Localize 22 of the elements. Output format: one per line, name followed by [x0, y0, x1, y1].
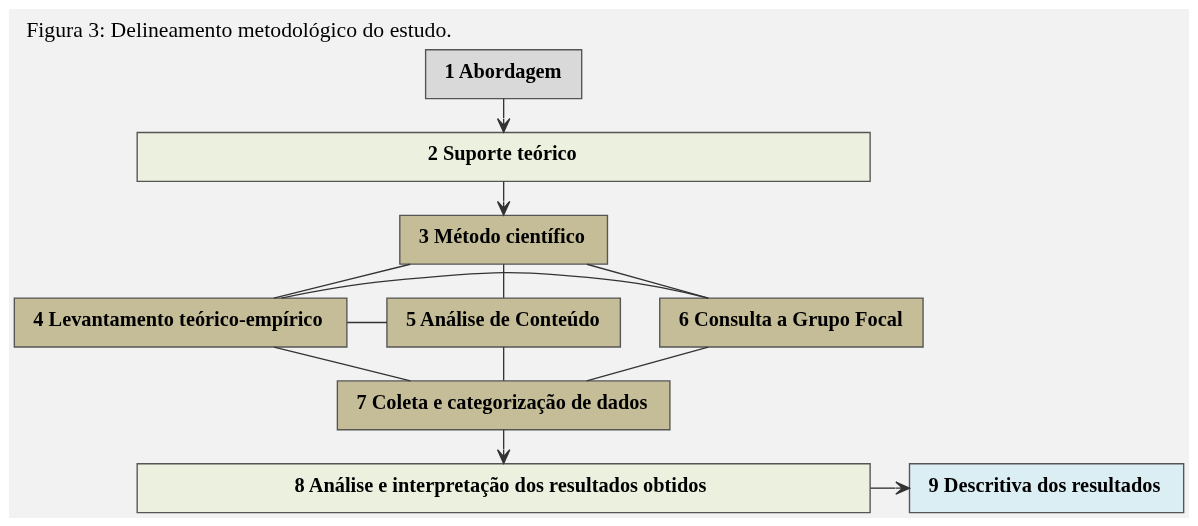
node-box: 5 Análise de Conteúdo: [386, 296, 622, 348]
connector: [273, 263, 411, 299]
connector: [502, 345, 505, 381]
node-box: 6 Consulta a Grupo Focal: [659, 296, 924, 348]
arrow: [496, 97, 511, 133]
connector: [273, 345, 412, 382]
node-box: 3 Método científico: [399, 214, 609, 265]
node-box: 1 Abordagem: [424, 48, 583, 99]
connector: [586, 263, 710, 299]
node-box: 7 Coleta e categorização de dados: [336, 379, 671, 430]
arrow: [869, 480, 911, 495]
node-box: 9 Descritiva dos resultados: [908, 462, 1185, 513]
diagram-title: Figura 3: Delineamento metodológico do estudo.: [26, 17, 452, 42]
connector: [280, 271, 709, 299]
connector: [502, 263, 505, 298]
arrow: [496, 180, 511, 216]
arrow: [496, 428, 511, 464]
node-box: 2 Suporte teórico: [136, 131, 871, 182]
node-box: 8 Análise e interpretação dos resultados obtidos: [136, 462, 871, 513]
node-box: 4 Levantamento teórico-empírico: [13, 296, 348, 348]
connector: [346, 321, 388, 323]
connector: [586, 345, 709, 382]
